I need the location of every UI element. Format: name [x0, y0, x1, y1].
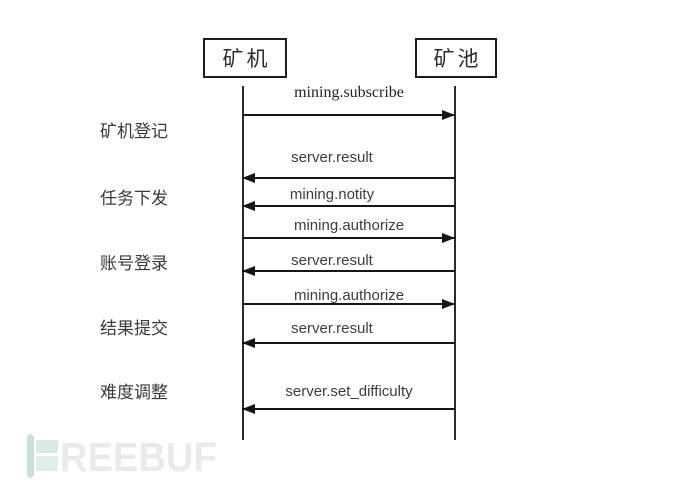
message-arrow-right	[242, 299, 455, 309]
message-label: mining.subscribe	[294, 84, 404, 101]
phase-label-miner-registration: 矿机登记	[100, 122, 168, 141]
message-label: mining.authorize	[293, 217, 405, 234]
phase-label-result-submit: 结果提交	[100, 319, 168, 338]
freebuf-logo-block-bottom	[36, 456, 58, 471]
freebuf-watermark-text: REEBUF	[60, 434, 217, 480]
arrowhead-left-icon	[242, 404, 255, 414]
phase-label-account-login: 账号登录	[100, 254, 168, 273]
arrowhead-right-icon	[442, 110, 455, 120]
message-arrow-left	[242, 404, 455, 414]
message-label: server.result	[291, 252, 373, 269]
message-label: server.result	[291, 320, 373, 337]
actor-label-miner: 矿机	[222, 47, 271, 71]
arrowhead-left-icon	[242, 173, 255, 183]
message-arrow-right	[242, 233, 455, 243]
message-label: server.result	[291, 149, 373, 166]
arrowhead-left-icon	[242, 201, 255, 211]
actor-label-pool: 矿池	[433, 47, 482, 71]
message-arrow-left	[242, 201, 455, 211]
arrowhead-right-icon	[442, 299, 455, 309]
message-label: mining.notity	[289, 186, 375, 203]
actor-box-pool: 矿池	[415, 38, 497, 78]
freebuf-logo-block-top	[36, 440, 58, 453]
arrowhead-left-icon	[242, 266, 255, 276]
arrowhead-right-icon	[442, 233, 455, 243]
message-arrow-left	[242, 338, 455, 348]
message-label: mining.authorize	[293, 287, 405, 304]
message-arrow-right	[242, 110, 455, 120]
arrowhead-left-icon	[242, 338, 255, 348]
freebuf-logo-bar	[27, 434, 34, 478]
lifeline-pool	[454, 86, 456, 440]
phase-label-task-dispatch: 任务下发	[100, 189, 168, 208]
message-arrow-left	[242, 173, 455, 183]
message-arrow-left	[242, 266, 455, 276]
lifeline-miner	[242, 86, 244, 440]
message-label: server.set_difficulty	[285, 383, 413, 400]
phase-label-difficulty-adjust: 难度调整	[100, 383, 168, 402]
actor-box-miner: 矿机	[203, 38, 287, 78]
